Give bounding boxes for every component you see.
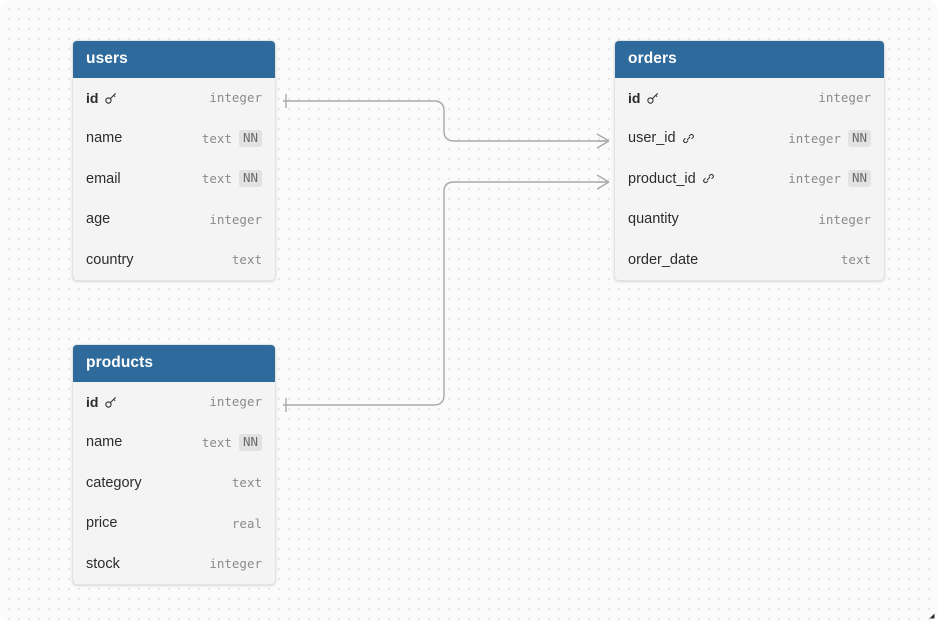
column-row-products-name[interactable]: name text NN — [73, 422, 275, 463]
column-row-orders-product-id[interactable]: product_id integer NN — [615, 159, 884, 200]
column-row-users-country[interactable]: country text — [73, 240, 275, 281]
column-type-label: text — [840, 252, 871, 268]
column-name-label: id — [86, 393, 99, 410]
column-type-label: integer — [818, 90, 871, 106]
column-type-label: integer — [818, 211, 871, 227]
column-name-label: user_id — [628, 130, 676, 147]
table-card-users[interactable]: users id integer — [72, 40, 276, 281]
column-name-label: id — [86, 89, 99, 106]
table-header-users[interactable]: users — [73, 41, 275, 78]
relationship-products-orders[interactable] — [283, 174, 610, 412]
column-name-label: name — [86, 434, 123, 451]
key-icon — [104, 91, 118, 105]
column-type-label: integer — [209, 394, 262, 410]
not-null-badge: NN — [238, 433, 262, 451]
column-name-label: order_date — [628, 251, 699, 268]
cardinality-many-marker-orders-user-id — [596, 133, 610, 149]
column-list-products: id integer name — [73, 382, 275, 585]
column-type-label: text — [201, 434, 232, 450]
column-name-label: age — [86, 211, 111, 228]
not-null-badge: NN — [238, 129, 262, 147]
column-name-label: country — [86, 251, 134, 268]
column-type-label: text — [231, 475, 262, 491]
column-type-label: real — [231, 515, 262, 531]
key-icon — [646, 91, 660, 105]
column-list-orders: id integer user_id — [615, 78, 884, 281]
cardinality-many-marker-orders-product-id — [596, 174, 610, 190]
column-type-label: text — [201, 130, 232, 146]
column-row-users-name[interactable]: name text NN — [73, 118, 275, 159]
column-name-label: price — [86, 515, 118, 532]
column-row-orders-order-date[interactable]: order_date text — [615, 240, 884, 281]
table-header-orders[interactable]: orders — [615, 41, 884, 78]
column-name-label: stock — [86, 555, 120, 572]
column-row-products-id[interactable]: id integer — [73, 382, 275, 423]
column-row-orders-user-id[interactable]: user_id integer NN — [615, 118, 884, 159]
column-type-label: text — [201, 171, 232, 187]
table-card-orders[interactable]: orders id integer — [614, 40, 885, 281]
key-icon — [104, 395, 118, 409]
relationship-users-orders[interactable] — [283, 94, 610, 149]
column-name-label: product_id — [628, 170, 696, 187]
column-type-label: integer — [209, 211, 262, 227]
column-type-label: text — [231, 252, 262, 268]
column-row-products-category[interactable]: category text — [73, 463, 275, 504]
column-name-label: category — [86, 474, 142, 491]
column-type-label: integer — [209, 556, 262, 572]
column-row-products-stock[interactable]: stock integer — [73, 544, 275, 585]
column-name-label: quantity — [628, 211, 679, 228]
column-name-label: email — [86, 170, 121, 187]
table-card-products[interactable]: products id integer — [72, 344, 276, 585]
column-name-label: id — [628, 89, 641, 106]
link-icon — [682, 131, 696, 145]
column-type-label: integer — [209, 90, 262, 106]
column-row-products-price[interactable]: price real — [73, 503, 275, 544]
column-name-label: name — [86, 130, 123, 147]
column-row-users-id[interactable]: id integer — [73, 78, 275, 119]
relationship-line-products-orders — [283, 181, 606, 406]
column-row-orders-quantity[interactable]: quantity integer — [615, 199, 884, 240]
resize-handle-icon[interactable] — [926, 610, 935, 619]
column-row-orders-id[interactable]: id integer — [615, 78, 884, 119]
link-icon — [702, 172, 716, 186]
column-row-users-email[interactable]: email text NN — [73, 159, 275, 200]
table-header-products[interactable]: products — [73, 345, 275, 382]
column-row-users-age[interactable]: age integer — [73, 199, 275, 240]
not-null-badge: NN — [847, 170, 871, 188]
not-null-badge: NN — [847, 129, 871, 147]
not-null-badge: NN — [238, 170, 262, 188]
relationship-line-users-orders — [283, 100, 606, 142]
column-list-users: id integer name — [73, 78, 275, 281]
column-type-label: integer — [788, 130, 841, 146]
column-type-label: integer — [788, 171, 841, 187]
